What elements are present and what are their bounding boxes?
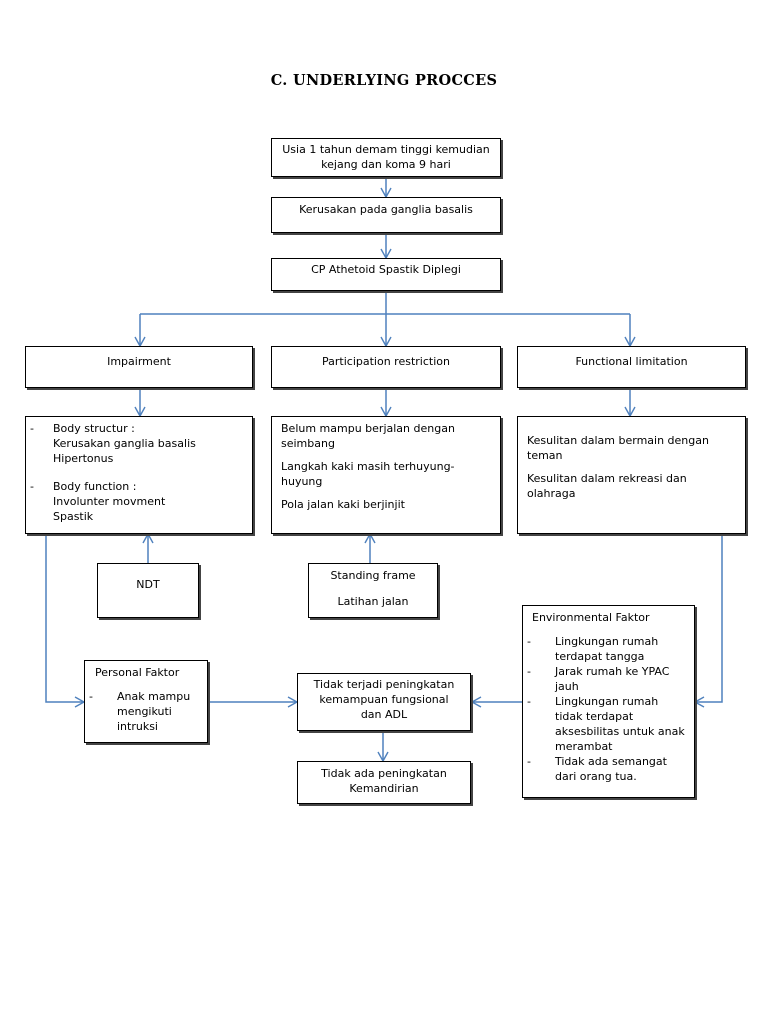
functional-paragraph: Kesulitan dalam rekreasi dan olahraga: [527, 471, 739, 501]
participation-line: Langkah kaki masih terhuyung-: [281, 460, 455, 473]
independence-line: Tidak ada peningkatan: [321, 767, 447, 780]
ndt-text: NDT: [136, 578, 160, 591]
participation-paragraph: Belum mampu berjalan dengan seimbang: [281, 421, 494, 451]
environmental-line: aksesbilitas untuk anak: [555, 725, 685, 738]
arrow-impairment-to-personal: [45, 534, 86, 708]
functional-detail-box: Kesulitan dalam bermain dengan teman Kes…: [517, 416, 746, 534]
standing-frame-box: Standing frame Latihan jalan: [308, 563, 438, 618]
participation-paragraph: Pola jalan kaki berjinjit: [281, 497, 494, 512]
participation-line: huyung: [281, 475, 323, 488]
participation-text: Participation restriction: [322, 355, 450, 368]
independence-box: Tidak ada peningkatan Kemandirian: [297, 761, 471, 804]
impairment-text: Impairment: [107, 355, 171, 368]
environmental-line: dari orang tua.: [555, 770, 637, 783]
personal-factor-box: Personal Faktor Anak mampu mengikuti int…: [84, 660, 208, 743]
personal-factor-line: Anak mampu: [117, 690, 191, 703]
environmental-factor-box: Environmental Faktor Lingkungan rumah te…: [522, 605, 695, 798]
environmental-item: Lingkungan rumah terdapat tangga: [523, 634, 692, 664]
environmental-line: Jarak rumah ke YPAC: [555, 665, 670, 678]
outcome-box: Tidak terjadi peningkatan kemampuan fung…: [297, 673, 471, 731]
body-function-label: Body function :: [53, 480, 137, 493]
standing-line: Latihan jalan: [337, 595, 409, 608]
environmental-line: terdapat tangga: [555, 650, 645, 663]
body-structure-label: Body structur :: [53, 422, 135, 435]
environmental-line: Lingkungan rumah: [555, 695, 659, 708]
environmental-line: tidak terdapat: [555, 710, 634, 723]
participation-box: Participation restriction: [271, 346, 501, 388]
functional-paragraph: Kesulitan dalam bermain dengan teman: [527, 433, 739, 463]
personal-factor-line: intruksi: [117, 720, 158, 733]
outcome-line: Tidak terjadi peningkatan: [313, 678, 455, 691]
standing-line: Standing frame: [330, 569, 416, 582]
diagnosis-box: CP Athetoid Spastik Diplegi: [271, 258, 501, 291]
impairment-box: Impairment: [25, 346, 253, 388]
body-function-line: Involunter movment: [53, 495, 166, 508]
outcome-line: kemampuan fungsional: [319, 693, 449, 706]
damage-box: Kerusakan pada ganglia basalis: [271, 197, 501, 233]
environmental-item: Tidak ada semangat dari orang tua.: [523, 754, 692, 784]
onset-line: kejang dan koma 9 hari: [321, 158, 451, 171]
personal-factor-title: Personal Faktor: [95, 666, 180, 679]
body-function-item: Body function : Involunter movment Spast…: [26, 479, 248, 524]
participation-line: seimbang: [281, 437, 335, 450]
onset-box: Usia 1 tahun demam tinggi kemudian kejan…: [271, 138, 501, 177]
personal-factor-line: mengikuti: [117, 705, 172, 718]
diagram-title: C. UNDERLYING PROCCES: [270, 72, 498, 89]
body-structure-line: Kerusakan ganglia basalis: [53, 437, 196, 450]
environmental-line: Lingkungan rumah: [555, 635, 659, 648]
environmental-line: jauh: [555, 680, 579, 693]
body-function-line: Spastik: [53, 510, 94, 523]
functional-line: olahraga: [527, 487, 576, 500]
functional-line: Kesulitan dalam rekreasi dan: [527, 472, 687, 485]
participation-detail-box: Belum mampu berjalan dengan seimbang Lan…: [271, 416, 501, 534]
ndt-box: NDT: [97, 563, 199, 618]
damage-text: Kerusakan pada ganglia basalis: [299, 203, 473, 216]
environmental-line: merambat: [555, 740, 613, 753]
body-structure-item: Body structur : Kerusakan ganglia basali…: [26, 421, 248, 466]
participation-line: Pola jalan kaki berjinjit: [281, 498, 405, 511]
impairment-detail-box: Body structur : Kerusakan ganglia basali…: [25, 416, 253, 534]
functional-line: Kesulitan dalam bermain dengan: [527, 434, 709, 447]
functional-box: Functional limitation: [517, 346, 746, 388]
diagnosis-text: CP Athetoid Spastik Diplegi: [311, 263, 461, 276]
onset-line: Usia 1 tahun demam tinggi kemudian: [282, 143, 490, 156]
independence-line: Kemandirian: [349, 782, 419, 795]
participation-line: Belum mampu berjalan dengan: [281, 422, 455, 435]
environmental-item: Jarak rumah ke YPAC jauh: [523, 664, 692, 694]
functional-text: Functional limitation: [575, 355, 688, 368]
participation-paragraph: Langkah kaki masih terhuyung- huyung: [281, 459, 494, 489]
environmental-factor-title: Environmental Faktor: [532, 611, 650, 624]
body-structure-line: Hipertonus: [53, 452, 114, 465]
personal-factor-item: Anak mampu mengikuti intruksi: [85, 689, 205, 734]
arrow-functional-to-environmental: [693, 534, 723, 708]
environmental-line: Tidak ada semangat: [555, 755, 667, 768]
outcome-line: dan ADL: [360, 708, 408, 721]
environmental-item: Lingkungan rumah tidak terdapat aksesbil…: [523, 694, 692, 754]
functional-line: teman: [527, 449, 563, 462]
